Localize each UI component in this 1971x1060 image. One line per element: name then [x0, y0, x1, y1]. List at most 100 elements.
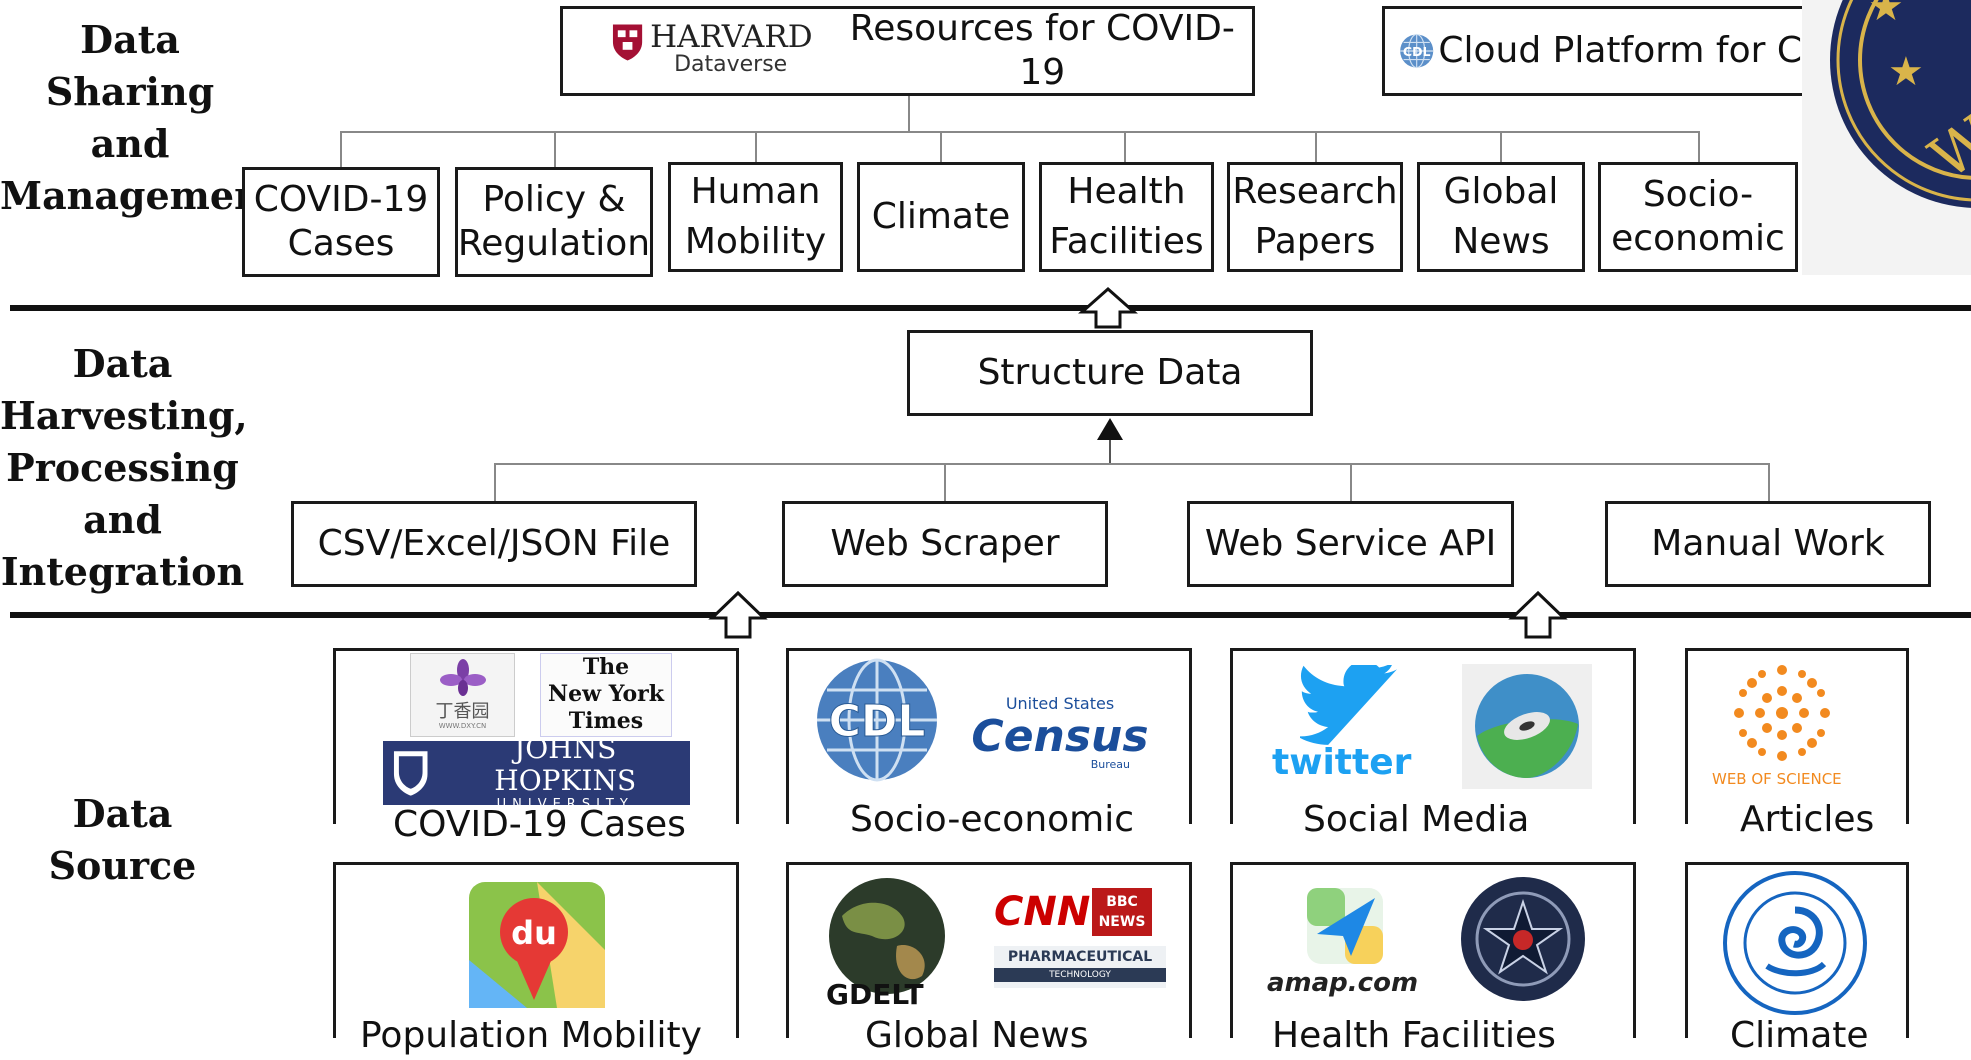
harvard-title: Resources for COVID-19 [849, 8, 1235, 93]
census-top: United States [1005, 694, 1115, 713]
svg-text:★: ★ [1888, 49, 1924, 95]
category-covid-cases[interactable]: COVID-19 Cases [242, 167, 440, 277]
connector [494, 463, 1770, 465]
connector [1350, 463, 1352, 503]
pharma-name: PHARMACEUTICAL [1007, 949, 1153, 965]
layer-separator [10, 612, 1971, 618]
category-line: News [1452, 221, 1550, 262]
source-caption: Population Mobility [350, 1016, 712, 1056]
twitter-wordmark: twitter [1272, 742, 1412, 783]
connector [1500, 131, 1502, 163]
layer-label-line: and [83, 497, 162, 542]
category-climate[interactable]: Climate [857, 162, 1025, 272]
bbc-logo: BBC NEWS [1092, 888, 1152, 936]
flower-icon [439, 659, 486, 696]
harvard-dataverse-box[interactable]: HARVARD Dataverse Resources for COVID-19 [560, 6, 1255, 96]
up-arrow-icon [1508, 590, 1568, 639]
category-line: Regulation [457, 223, 651, 264]
census-logo: United States Census Bureau [950, 665, 1170, 777]
source-caption: Climate [1720, 1016, 1879, 1056]
category-global-news[interactable]: Global News [1417, 162, 1585, 272]
source-global-news[interactable] [786, 862, 1192, 1038]
category-line: COVID-19 [253, 179, 429, 220]
cdl-logo-text: CDL [1403, 44, 1431, 59]
twitter-bird-icon [1300, 665, 1398, 745]
nyt-line: The [582, 654, 630, 680]
category-line: Facilities [1049, 221, 1204, 262]
connector [494, 463, 496, 503]
category-line: Mobility [684, 221, 827, 262]
cdl-globe-icon: CDL [1400, 33, 1434, 69]
harvard-sub: Dataverse [674, 52, 788, 77]
nyt-line: Times [568, 708, 644, 734]
category-line: Papers [1254, 221, 1376, 262]
category-line: Global [1443, 171, 1559, 212]
method-web-service-api[interactable]: Web Service API [1187, 501, 1514, 587]
jhu-wordmark: JOHNS HOPKINS UNIVERSITY [440, 733, 690, 813]
method-csv-file[interactable]: CSV/Excel/JSON File [291, 501, 697, 587]
source-social-media[interactable] [1230, 648, 1636, 824]
dxy-name: 丁香园 [435, 701, 490, 722]
layer-label-line: and [90, 121, 170, 166]
baidu-logo-text: du [511, 914, 557, 952]
source-covid-cases[interactable] [333, 648, 739, 824]
source-caption: Health Facilities [1262, 1016, 1566, 1056]
layer-label-line: Source [48, 843, 197, 888]
harvard-name: HARVARD [650, 19, 813, 55]
source-caption: Social Media [1293, 800, 1540, 840]
wos-wordmark: WEB OF SCIENCE [1712, 770, 1842, 788]
amap-icon [1307, 888, 1383, 964]
source-health-facilities[interactable] [1230, 862, 1636, 1038]
category-line: Research [1232, 171, 1398, 212]
layer-label-source: Data Source [0, 788, 245, 892]
census-sub: Bureau [1090, 758, 1130, 771]
connector [1698, 131, 1700, 163]
category-human-mobility[interactable]: Human Mobility [668, 162, 843, 272]
source-population-mobility[interactable] [333, 862, 739, 1038]
structure-data-box[interactable]: Structure Data [907, 330, 1313, 416]
connector [554, 131, 556, 169]
jhu-shield-icon [393, 751, 428, 796]
meteorological-seal-icon [1723, 871, 1867, 1015]
connector [1315, 131, 1317, 163]
method-web-scraper[interactable]: Web Scraper [782, 501, 1108, 587]
nyt-logo: The New York Times [540, 653, 672, 737]
layer-label-line: Processing [6, 445, 239, 490]
up-arrow-icon [708, 590, 768, 639]
nyt-line: New York [547, 681, 664, 707]
category-socio-economic[interactable]: Socio- economic [1598, 162, 1798, 272]
source-climate[interactable] [1685, 862, 1909, 1038]
connector [908, 96, 910, 132]
layer-label-harvest: Data Harvesting, Processing and Integrat… [0, 338, 248, 598]
category-line: Policy & [482, 179, 626, 220]
layer-label-line: Data Sharing [45, 17, 215, 114]
layer-separator [10, 305, 1971, 311]
dxy-logo: 丁香园 WWW.DXY.CN [410, 653, 515, 737]
cdl-platform-box[interactable]: CDL Cloud Platform for C [1382, 6, 1802, 96]
layer-label-line: Management [0, 173, 280, 218]
category-research-papers[interactable]: Research Papers [1227, 162, 1403, 272]
method-manual-work[interactable]: Manual Work [1605, 501, 1931, 587]
category-line: Human [690, 171, 821, 212]
amap-wordmark: amap.com [1267, 968, 1419, 998]
source-articles[interactable] [1685, 648, 1909, 824]
category-line: Socio- [1642, 174, 1754, 215]
layer-label-line: Integration [0, 549, 245, 594]
source-caption: Articles [1730, 800, 1885, 840]
bbc-name: BBC [1106, 894, 1138, 910]
source-socio-economic[interactable] [786, 648, 1192, 824]
university-seal-panel: ★ ★ W A [1802, 0, 1971, 275]
jhu-name: JOHNS HOPKINS [494, 732, 637, 797]
connector [940, 131, 942, 163]
census-main: Census [971, 711, 1149, 762]
gdelt-wordmark: GDELT [826, 978, 924, 1011]
category-health-facilities[interactable]: Health Facilities [1039, 162, 1214, 272]
cdl-logo-text: CDL [829, 696, 926, 747]
category-policy-regulation[interactable]: Policy & Regulation [455, 167, 653, 277]
bbc-news: NEWS [1098, 914, 1146, 930]
connector [944, 463, 946, 503]
cdl-title: Cloud Platform for C [1438, 30, 1802, 71]
connector [340, 131, 342, 169]
cnn-logo: CNN [994, 886, 1090, 938]
category-line: Health [1067, 171, 1186, 212]
